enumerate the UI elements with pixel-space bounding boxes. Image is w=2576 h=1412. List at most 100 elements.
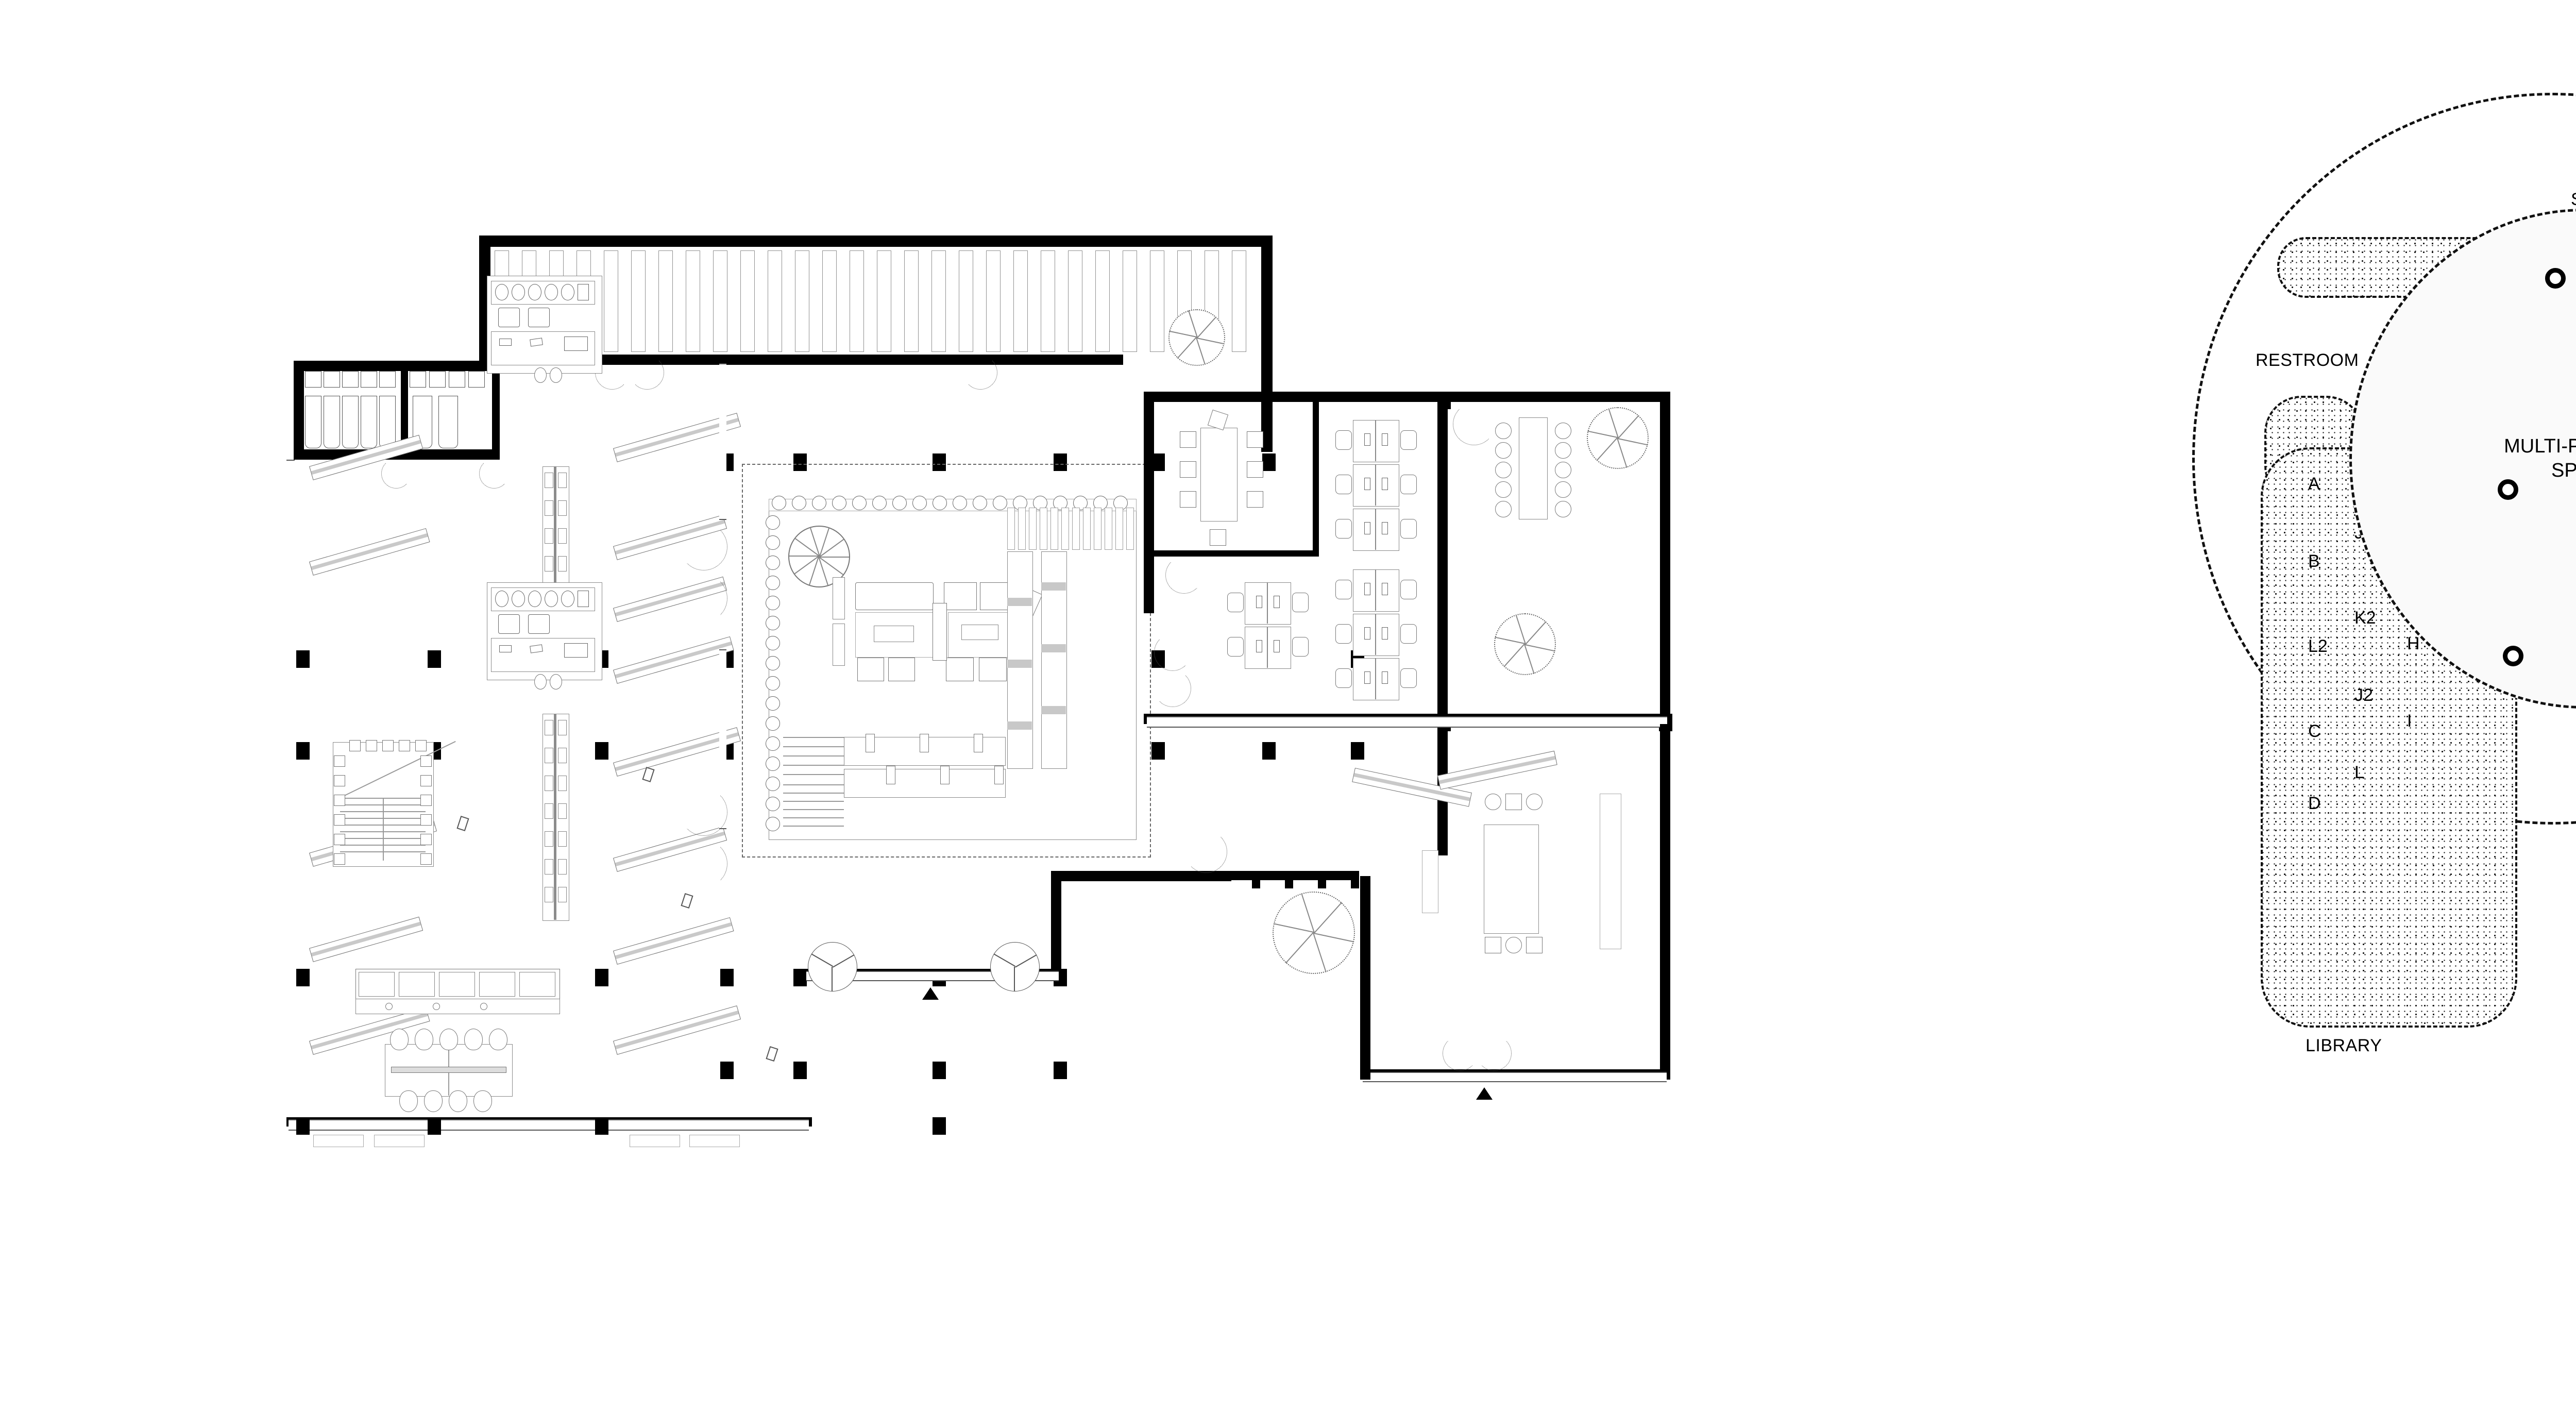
balustrade-post [420, 814, 432, 826]
structural-column [1151, 742, 1165, 760]
planter-pot [545, 284, 558, 300]
lounge-furniture-group [833, 577, 1043, 681]
plant-symbol [766, 696, 780, 711]
shelf-stripe [959, 250, 973, 352]
library-zone-code: I [2407, 711, 2412, 731]
round-stool [1495, 442, 1512, 459]
sofa [855, 582, 934, 610]
counter-chair [498, 614, 520, 634]
book-cell [545, 776, 553, 791]
plant-symbol [973, 496, 987, 510]
shelf-spine [554, 714, 556, 920]
book-cell [545, 500, 553, 516]
plant-symbol [912, 496, 927, 510]
se-seating [1473, 794, 1551, 969]
plant-symbol [766, 797, 780, 811]
book-cell [545, 720, 553, 735]
chair [415, 1029, 433, 1050]
plant-symbol [766, 556, 780, 570]
office-chair [1400, 580, 1417, 599]
round-stool [1555, 501, 1571, 517]
plant-symbol [766, 736, 780, 751]
connection-node-library-upper[interactable] [2498, 479, 2518, 500]
side-shelf [833, 624, 845, 666]
chair [489, 1029, 507, 1050]
revolving-door-west [808, 942, 857, 991]
connection-node-stack[interactable] [2545, 268, 2566, 289]
tier-divider [886, 766, 895, 784]
angled-bookshelf [309, 528, 430, 576]
office-chair [1335, 475, 1352, 494]
monitor [1382, 671, 1388, 684]
step-line [783, 817, 844, 818]
ceiling-slat [1029, 508, 1037, 550]
wc-partition [305, 371, 321, 388]
door-arc-center-4 [680, 840, 727, 887]
connection-node-library-lower[interactable] [2503, 646, 2523, 666]
book-cell [558, 556, 567, 571]
armchair [946, 658, 974, 681]
armchair [944, 582, 977, 610]
exterior-wall-north [479, 236, 1273, 247]
door-arc-restroom-a [381, 459, 411, 489]
tier-divider [920, 734, 929, 752]
mps-label-line1: MULTI-PURPOSE [2504, 435, 2576, 457]
se-glazing-south [1363, 1072, 1667, 1082]
balustrade-post [334, 755, 345, 767]
monitor [1382, 522, 1388, 534]
structural-column [296, 650, 310, 668]
bench-seating-row [355, 969, 560, 1014]
wc-partition [449, 371, 465, 388]
shelf-stripe [631, 250, 646, 352]
wc-fixture [342, 396, 359, 448]
meeting-chair [1180, 431, 1196, 448]
counter-chair [498, 308, 520, 327]
planter-pot [512, 591, 525, 607]
sawtooth-return [1285, 871, 1293, 888]
shelf-stripe [986, 250, 1001, 352]
side-shelf [833, 577, 845, 619]
structural-column [1054, 453, 1067, 471]
planter-pot [528, 284, 541, 300]
balustrade-post [420, 775, 432, 786]
office-chair [1335, 430, 1352, 450]
long-table [1519, 417, 1548, 519]
plant-symbol [872, 496, 887, 510]
ceiling-slat [1018, 508, 1026, 550]
tree-symbol-n [1168, 309, 1225, 366]
ceiling-slat [1083, 508, 1091, 550]
structural-column [296, 1117, 310, 1135]
table-rail [391, 1067, 506, 1073]
office-wall-west [1144, 392, 1154, 613]
book-cell [558, 887, 567, 902]
plant-symbol [766, 535, 780, 550]
door-arc-center-2 [680, 575, 727, 622]
restroom-wall-right [492, 361, 500, 460]
balustrade-post [334, 814, 345, 826]
door-arc-se-entry-1 [1443, 1036, 1478, 1071]
book-cell [545, 528, 553, 544]
bench-seat [399, 972, 435, 997]
ceiling-slat [1050, 508, 1058, 550]
se-shelf-wall [1600, 794, 1621, 949]
office-chair [1400, 475, 1417, 494]
meetingroom-wall-h [1154, 550, 1319, 557]
wc-partition [379, 371, 396, 388]
sawtooth-segment [1259, 871, 1292, 880]
bench-seat [519, 972, 555, 997]
shelf-band [1041, 644, 1066, 652]
office-wall-mid-v [1437, 392, 1448, 855]
desk [1245, 627, 1291, 669]
shelf-stripe [1232, 250, 1246, 352]
shelf-stripe [658, 250, 673, 352]
balustrade-post [399, 740, 410, 751]
wc-partition [324, 371, 340, 388]
wc-fixture [438, 396, 458, 448]
armchair [857, 658, 884, 681]
balustrade-post [349, 740, 361, 751]
round-stool [1555, 462, 1571, 478]
desk-divider [1267, 582, 1268, 624]
chair [464, 1029, 483, 1050]
shelf-stripe [1095, 250, 1110, 352]
mps-label-line2: SPACE [2551, 460, 2576, 481]
